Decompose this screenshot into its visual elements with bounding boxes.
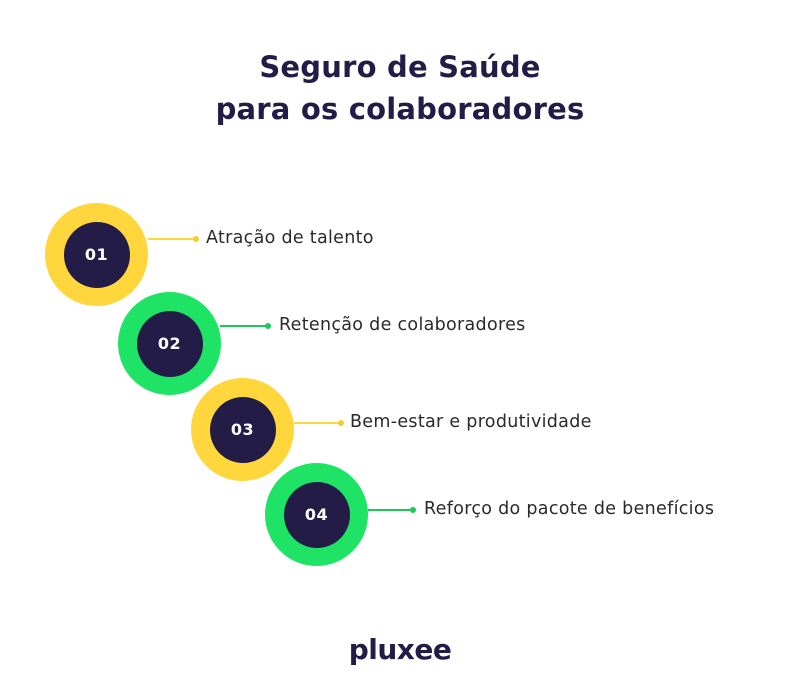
step-01-number-badge: 01 — [63, 221, 130, 288]
step-01-number: 01 — [84, 245, 109, 264]
title-line-2: para os colaboradores — [215, 92, 585, 126]
step-04-number: 04 — [304, 505, 329, 524]
step-01-label: Atração de talento — [206, 228, 374, 248]
step-02-number: 02 — [157, 334, 182, 353]
step-02-dot-icon — [265, 323, 271, 329]
step-03-dot-icon — [338, 420, 344, 426]
step-02-ring-icon: 02 — [118, 292, 221, 395]
step-04-number-badge: 04 — [283, 481, 350, 548]
step-03-number-badge: 03 — [209, 396, 276, 463]
step-01-connector — [148, 238, 196, 240]
step-04-ring-icon: 04 — [265, 463, 368, 566]
page-title: Seguro de Saúde para os colaboradores — [0, 46, 800, 130]
step-04-connector — [368, 509, 413, 511]
step-01-dot-icon — [193, 236, 199, 242]
step-03-ring-icon: 03 — [191, 378, 294, 481]
step-02-connector — [220, 325, 268, 327]
step-03-label: Bem-estar e produtividade — [350, 412, 592, 432]
brand-logo: pluxee — [348, 633, 452, 666]
title-line-1: Seguro de Saúde — [259, 50, 541, 84]
step-03-number: 03 — [230, 420, 255, 439]
step-01-ring-icon: 01 — [45, 203, 148, 306]
step-02-number-badge: 02 — [136, 310, 203, 377]
step-02-label: Retenção de colaboradores — [279, 315, 526, 335]
step-03-connector — [294, 422, 341, 424]
step-04-dot-icon — [410, 507, 416, 513]
step-04-label: Reforço do pacote de benefícios — [424, 499, 715, 519]
